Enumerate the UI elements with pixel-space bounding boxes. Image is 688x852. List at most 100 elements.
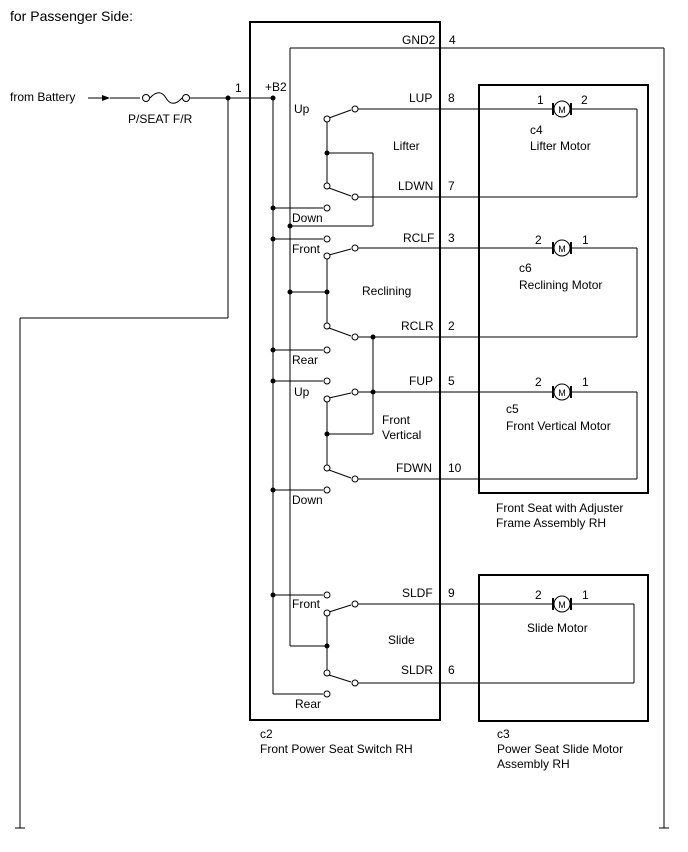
- sldf-signal-label: SLDF: [402, 586, 433, 600]
- switch-box: [249, 21, 441, 721]
- fv-motor-symbol: M: [558, 388, 566, 398]
- b2-label: +B2: [265, 80, 287, 94]
- gnd-label: GND2: [402, 33, 436, 47]
- slide-assembly-name-2: Assembly RH: [497, 757, 570, 771]
- recline-motor-symbol: M: [558, 244, 566, 254]
- recline-b2-terminal-rear: [323, 346, 331, 354]
- battery-source-label: from Battery: [10, 90, 75, 104]
- slide-assembly-box: [478, 574, 649, 722]
- fv-motor-brush-left: [552, 386, 554, 398]
- lifter-motor-pin-right: 2: [581, 93, 588, 107]
- slide-motor-name: Slide Motor: [527, 621, 588, 635]
- adjuster-frame-name-1: Front Seat with Adjuster: [496, 501, 623, 515]
- fuse-terminal-right: [182, 94, 190, 102]
- fv-motor-pin-left: 2: [535, 375, 542, 389]
- lifter-motor-pin-left: 1: [537, 93, 544, 107]
- lifter-motor-brush-right: [570, 103, 572, 115]
- lifter-motor-brush-left: [552, 103, 554, 115]
- lifter-b2-terminal: [323, 204, 331, 212]
- recline-motor-pin-left: 2: [535, 233, 542, 247]
- lifter-pivot-down: [323, 182, 331, 190]
- sldf-pin-number: 9: [448, 586, 455, 600]
- lifter-terminal-up: [351, 105, 359, 113]
- switch-code: c2: [260, 727, 273, 741]
- lifter-terminal-down: [351, 193, 359, 201]
- lifter-section-name: Lifter: [393, 139, 420, 153]
- slide-contact-rear: [328, 674, 352, 683]
- recline-terminal-rear: [351, 333, 359, 341]
- rclf-signal-label: RCLF: [403, 231, 434, 245]
- fv-pivot-down: [323, 464, 331, 472]
- slide-terminal-rear: [351, 679, 359, 687]
- battery-arrow-head: [102, 95, 110, 101]
- slide-motor-pin-left: 2: [535, 588, 542, 602]
- recline-b2-junction-rear: [270, 347, 276, 353]
- fv-section-name-2: Vertical: [382, 428, 421, 442]
- rclr-pin-number: 2: [448, 319, 455, 333]
- fv-contact-down: [328, 469, 352, 479]
- recline-contact-rear: [328, 327, 352, 337]
- switch-name: Front Power Seat Switch RH: [260, 742, 413, 756]
- slide-terminal-front: [351, 600, 359, 608]
- fv-dir-down: Down: [292, 493, 323, 507]
- fv-motor-name: Front Vertical Motor: [506, 419, 611, 433]
- lifter-motor-symbol: M: [558, 105, 566, 115]
- lifter-motor-code: c4: [530, 123, 543, 137]
- gnd-pin-number: 4: [449, 33, 456, 47]
- sldr-pin-number: 6: [448, 663, 455, 677]
- recline-dir-front: Front: [292, 242, 321, 256]
- slide-motor-pin-right: 1: [582, 588, 589, 602]
- fv-b2-terminal: [323, 377, 331, 385]
- fuse-label: P/SEAT F/R: [128, 112, 193, 126]
- fv-b2-junction-down: [270, 487, 276, 493]
- lifter-gnd-junction: [287, 223, 293, 229]
- ldwn-pin-number: 7: [448, 179, 455, 193]
- rclr-signal-label: RCLR: [401, 319, 434, 333]
- slide-motor-symbol: M: [558, 600, 566, 610]
- lifter-dir-down: Down: [292, 211, 323, 225]
- sldr-signal-label: SLDR: [401, 663, 433, 677]
- recline-section-name: Reclining: [362, 284, 411, 298]
- recline-motor-name: Reclining Motor: [519, 278, 602, 292]
- lifter-pivot-up: [323, 115, 331, 123]
- adjuster-frame-box: [478, 84, 649, 494]
- fuse-symbol: [149, 92, 183, 104]
- lifter-motor-name: Lifter Motor: [530, 139, 591, 153]
- lifter-dir-up: Up: [294, 102, 310, 116]
- recline-dir-rear: Rear: [292, 353, 318, 367]
- recline-pivot-rear: [323, 322, 331, 330]
- recline-motor-pin-right: 1: [582, 233, 589, 247]
- fup-pin-number: 5: [448, 374, 455, 388]
- slide-b2-junction: [270, 592, 276, 598]
- slide-motor-brush-right: [570, 598, 572, 610]
- adjuster-frame-name-2: Frame Assembly RH: [496, 516, 606, 530]
- recline-b2-terminal: [323, 235, 331, 243]
- fv-dir-up: Up: [294, 385, 310, 399]
- fv-contact-up: [328, 392, 352, 399]
- slide-motor-brush-left: [552, 598, 554, 610]
- fuse-terminal-left: [142, 94, 150, 102]
- lup-signal-label: LUP: [409, 91, 432, 105]
- fv-terminal-down: [351, 475, 359, 483]
- fv-pivot-up: [323, 395, 331, 403]
- slide-b2-terminal: [323, 591, 331, 599]
- lifter-b2-junction: [270, 205, 276, 211]
- diagram-header: for Passenger Side:: [10, 8, 133, 24]
- recline-terminal-front: [351, 244, 359, 252]
- slide-pivot-rear: [323, 669, 331, 677]
- lifter-contact-up: [328, 109, 352, 119]
- recline-motor-brush-left: [552, 242, 554, 254]
- fv-b2-terminal-down: [323, 486, 331, 494]
- slide-dir-rear: Rear: [295, 697, 321, 711]
- slide-contact-front: [328, 604, 352, 613]
- fv-section-name-1: Front: [382, 413, 411, 427]
- slide-pivot-front: [323, 609, 331, 617]
- recline-pivot-front: [323, 252, 331, 260]
- slide-b2-terminal-rear: [323, 690, 331, 698]
- fv-motor-pin-right: 1: [582, 375, 589, 389]
- recline-motor-brush-right: [570, 242, 572, 254]
- lup-pin-number: 8: [448, 91, 455, 105]
- recline-b2-junction: [270, 236, 276, 242]
- recline-contact-front: [328, 248, 352, 256]
